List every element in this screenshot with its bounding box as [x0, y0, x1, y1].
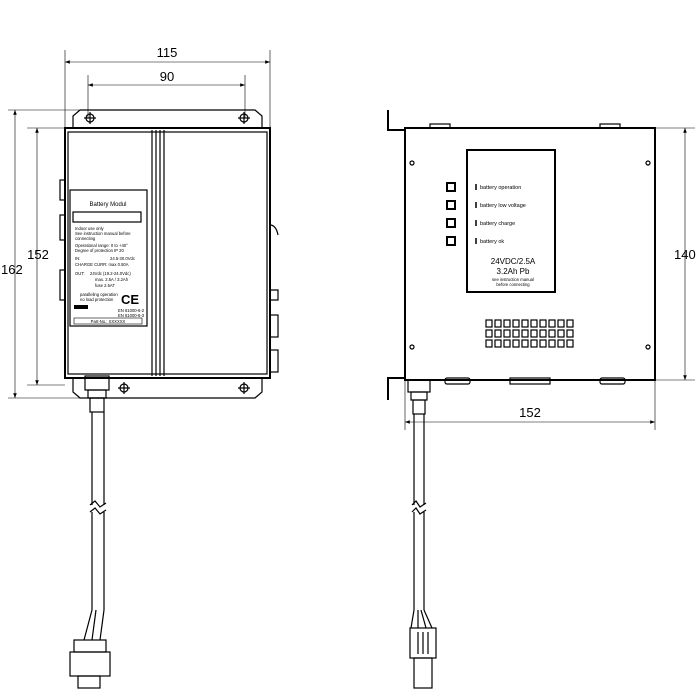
vent-slot [512, 339, 520, 348]
led-battery-charge [446, 218, 456, 228]
led-label: battery charge [480, 221, 515, 227]
vent-slot [557, 329, 565, 338]
vent-slot [548, 339, 556, 348]
cable-gland-front [84, 375, 110, 413]
led-battery-low-voltage [446, 200, 456, 210]
vent-slot [521, 339, 529, 348]
label-in: IN: [75, 256, 80, 261]
label-out-max: max. 2.5A / 3.2Ah [95, 277, 129, 282]
label-charge: CHARGE CURR: max 0.50A [75, 262, 129, 267]
housing-bottom-details [429, 123, 626, 385]
vent-slot [530, 329, 538, 338]
led-label: battery operation [480, 185, 521, 191]
vent-slot [557, 339, 565, 348]
vent-slot [494, 319, 502, 328]
vent-slot [548, 319, 556, 328]
cable-side [410, 414, 433, 629]
label-paralleling: paralleling operation [80, 292, 118, 297]
vent-slot [521, 319, 529, 328]
ventilation-grid [485, 319, 574, 348]
housing-screws [409, 160, 651, 350]
cable-front [83, 412, 107, 641]
label-note: connecting [75, 236, 96, 241]
vent-slot [530, 339, 538, 348]
connector-front [69, 639, 111, 689]
label-note: Indoor use only [75, 226, 105, 231]
module-housing-side [404, 127, 656, 381]
led-label: battery ok [480, 239, 504, 245]
dim-height-152: 152 [27, 247, 49, 262]
side-label [466, 149, 556, 293]
vent-slot [530, 319, 538, 328]
vent-slot [539, 319, 547, 328]
vent-slot [494, 339, 502, 348]
label-note: see instruction manual [492, 277, 534, 282]
dimension-lines-front [8, 50, 271, 399]
dimension-lines-side [404, 127, 695, 430]
vent-slot [485, 319, 493, 328]
vent-slot [503, 339, 511, 348]
label-op-range: Operational range: 0 to +40° [75, 243, 128, 248]
vent-slot [557, 319, 565, 328]
label-in-value: 24.5-30.0Vdc [110, 256, 135, 261]
label-standard: EN 61000-6-3 [118, 313, 145, 318]
led-battery-ok [446, 236, 456, 246]
label-no-protection: no load protection [80, 297, 114, 302]
vent-slot [503, 329, 511, 338]
vent-slot [494, 329, 502, 338]
label-part-no: Part-No.: XXXXXX [91, 319, 126, 324]
vent-slot [512, 329, 520, 338]
vent-slot [485, 339, 493, 348]
vent-slot [566, 319, 574, 328]
vent-slot [566, 329, 574, 338]
front-view: 115 90 152 162 Battery Modul Indoor use … [1, 45, 279, 689]
led-label: battery low voltage [480, 203, 526, 209]
dim-hole-spacing-90: 90 [160, 69, 174, 84]
label-out-value: 24Vdc (19.2-24.0Vdc) [90, 271, 131, 276]
screw-holes-front [84, 112, 250, 394]
connector-side [409, 627, 437, 689]
label-title: Battery Modul [89, 202, 126, 208]
vent-slot [512, 319, 520, 328]
module-housing [64, 127, 271, 379]
vent-slot [521, 329, 529, 338]
led-battery-operation [446, 182, 456, 192]
led-indicators [446, 182, 477, 246]
housing-ribs [151, 130, 165, 376]
ce-mark: CE [121, 292, 139, 307]
vent-slot [503, 319, 511, 328]
label-logo [74, 305, 88, 309]
side-clips [59, 179, 279, 373]
front-label [69, 189, 148, 327]
vent-slot [566, 339, 574, 348]
label-note: before connecting [496, 282, 530, 287]
vent-slot [485, 329, 493, 338]
cable-gland-side [407, 379, 431, 415]
mounting-plate-bottom [72, 378, 263, 399]
dim-width-115: 115 [157, 45, 178, 60]
label-capacity: 3.2Ah Pb [497, 267, 530, 276]
label-rating: 24VDC/2.5A [491, 257, 536, 266]
label-fuse: fuse 2.5AT [95, 283, 115, 288]
label-protection: Degree of protection IP 20 [75, 248, 124, 253]
dim-height-162: 162 [1, 262, 23, 277]
vent-slot [539, 329, 547, 338]
vent-slot [548, 329, 556, 338]
label-standard: EN 61000-6-2 [118, 308, 145, 313]
side-view: 140 152 battery operation battery low vo… [387, 110, 696, 689]
mounting-bracket-side [387, 110, 405, 400]
dim-width-152: 152 [519, 405, 541, 420]
mounting-plate-top [72, 109, 263, 128]
label-blank-field [72, 211, 142, 223]
label-out: OUT: [75, 271, 85, 276]
label-note: See instruction manual before [75, 231, 131, 236]
dim-height-140: 140 [674, 247, 696, 262]
vent-slot [539, 339, 547, 348]
